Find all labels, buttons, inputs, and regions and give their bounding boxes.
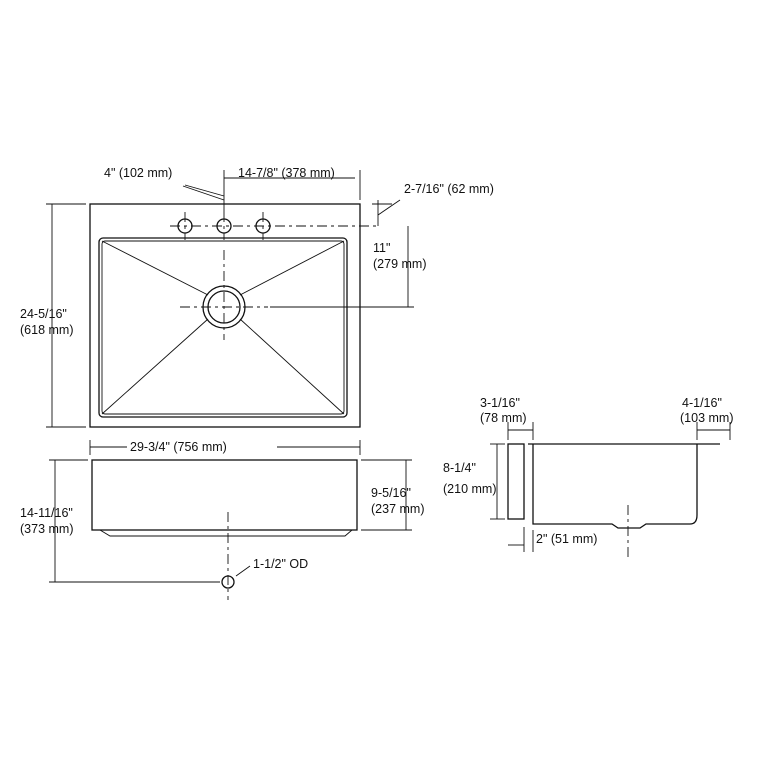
drain-od-label: 1-1/2" OD <box>253 557 308 571</box>
bowl-depth-mm-label: (237 mm) <box>371 502 424 516</box>
drain-distance-mm-label: (279 mm) <box>373 257 426 271</box>
width-label: 29-3/4" (756 mm) <box>130 440 227 454</box>
drain <box>180 250 268 340</box>
apron-height-mm-label: (210 mm) <box>443 482 496 496</box>
basin-profile <box>532 444 698 529</box>
front-offset-label: 3-1/16" <box>480 396 520 410</box>
rear-offset-mm-label: (103 mm) <box>680 411 733 425</box>
gap-label: 2" (51 mm) <box>536 532 597 546</box>
basin-outline <box>98 237 348 418</box>
height-mm-label: (373 mm) <box>20 522 73 536</box>
faucet-spacing-label: 4" (102 mm) <box>104 166 172 180</box>
bowl-depth-label: 9-5/16" <box>371 486 411 500</box>
top-view: 4" (102 mm) 14-7/8" (378 mm) 2-7/16" (62… <box>20 166 494 455</box>
dimension-lines-top <box>46 170 414 455</box>
depth-mm-label: (618 mm) <box>20 323 73 337</box>
faucet-holes <box>170 212 380 240</box>
sink-outline <box>89 203 361 428</box>
basin-inner <box>101 240 345 415</box>
faucet-from-back-label: 2-7/16" (62 mm) <box>404 182 494 196</box>
front-offset-mm-label: (78 mm) <box>480 411 527 425</box>
rear-offset-label: 4-1/16" <box>682 396 722 410</box>
drain-outlet <box>221 575 235 589</box>
faucet-to-edge-label: 14-7/8" (378 mm) <box>238 166 335 180</box>
dimension-lines-front <box>49 459 412 583</box>
front-outline <box>91 459 358 531</box>
basin-slope-lines <box>101 240 345 415</box>
depth-label: 24-5/16" <box>20 307 67 321</box>
height-label: 14-11/16" <box>20 506 73 520</box>
side-view: 3-1/16" (78 mm) 4-1/16" (103 mm) 8-1/4" … <box>443 396 733 560</box>
apron-height-label: 8-1/4" <box>443 461 476 475</box>
dimension-lines-side <box>490 422 731 552</box>
front-view: 14-11/16" (373 mm) 9-5/16" (237 mm) 1-1/… <box>20 459 424 600</box>
front-bottom <box>99 529 353 537</box>
apron <box>507 443 525 520</box>
drain-distance-label: 11" <box>373 241 390 255</box>
